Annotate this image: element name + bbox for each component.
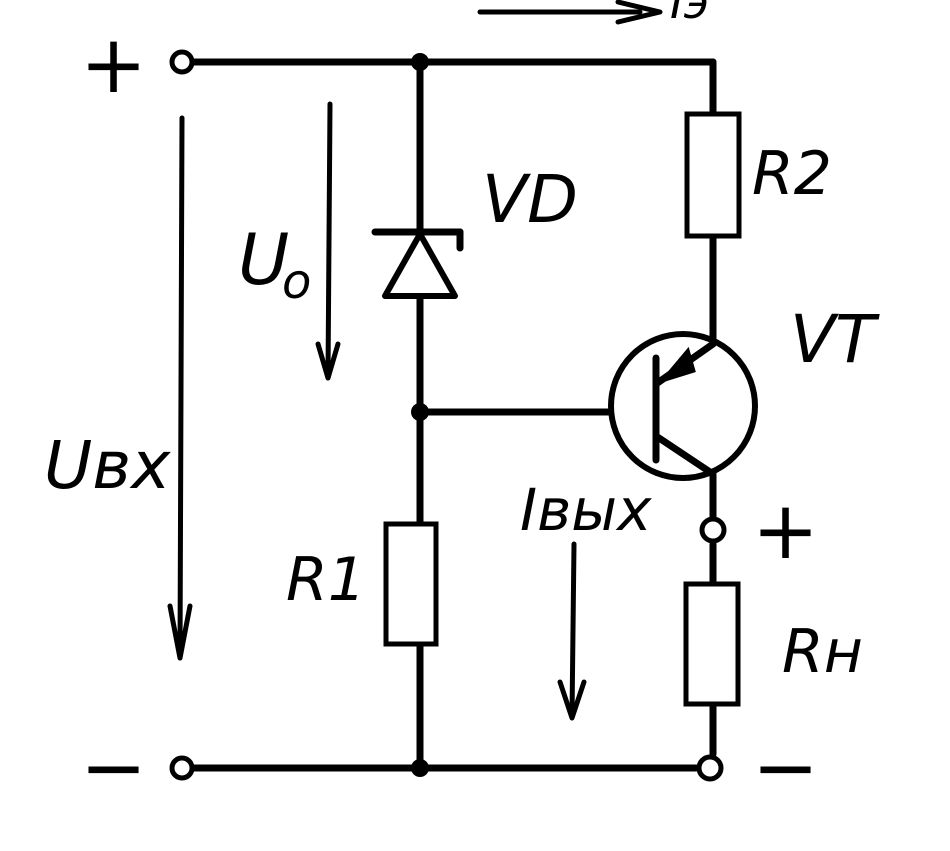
u0-voltage-arrow [315,101,341,381]
resistor-rh [683,581,741,707]
top-current-label: Iэ [670,0,709,29]
ibyx-current-arrow [557,541,587,721]
junction-bottom [411,759,429,777]
resistor-r1 [383,521,439,647]
output-plus-sign: + [752,484,819,577]
output-minus-terminal [696,754,724,782]
vt-label: VT [790,301,880,378]
input-minus-sign: − [80,721,147,814]
output-plus-terminal [699,516,727,544]
input-plus-terminal [169,49,195,75]
input-plus-sign: + [80,18,147,111]
u0-label: U o [238,219,311,310]
svg-text:U: U [238,219,289,301]
rh-label: Rн [782,617,863,687]
r2-label: R2 [752,139,832,209]
junction-top [411,53,429,71]
junction-middle [411,403,429,421]
top-current-arrow: Iэ [477,0,709,29]
ubx-voltage-arrow [167,115,193,661]
resistor-r2 [684,111,742,239]
r1-label: R1 [286,545,366,615]
input-minus-terminal [169,755,195,781]
ibyx-label: Iвых [520,476,652,544]
zener-diode-vd [371,228,464,299]
transistor-vt [608,331,758,481]
vd-label: VD [482,161,578,238]
output-minus-sign: − [752,721,819,814]
ubx-label: Uвх [44,427,171,504]
svg-text:o: o [282,254,311,310]
